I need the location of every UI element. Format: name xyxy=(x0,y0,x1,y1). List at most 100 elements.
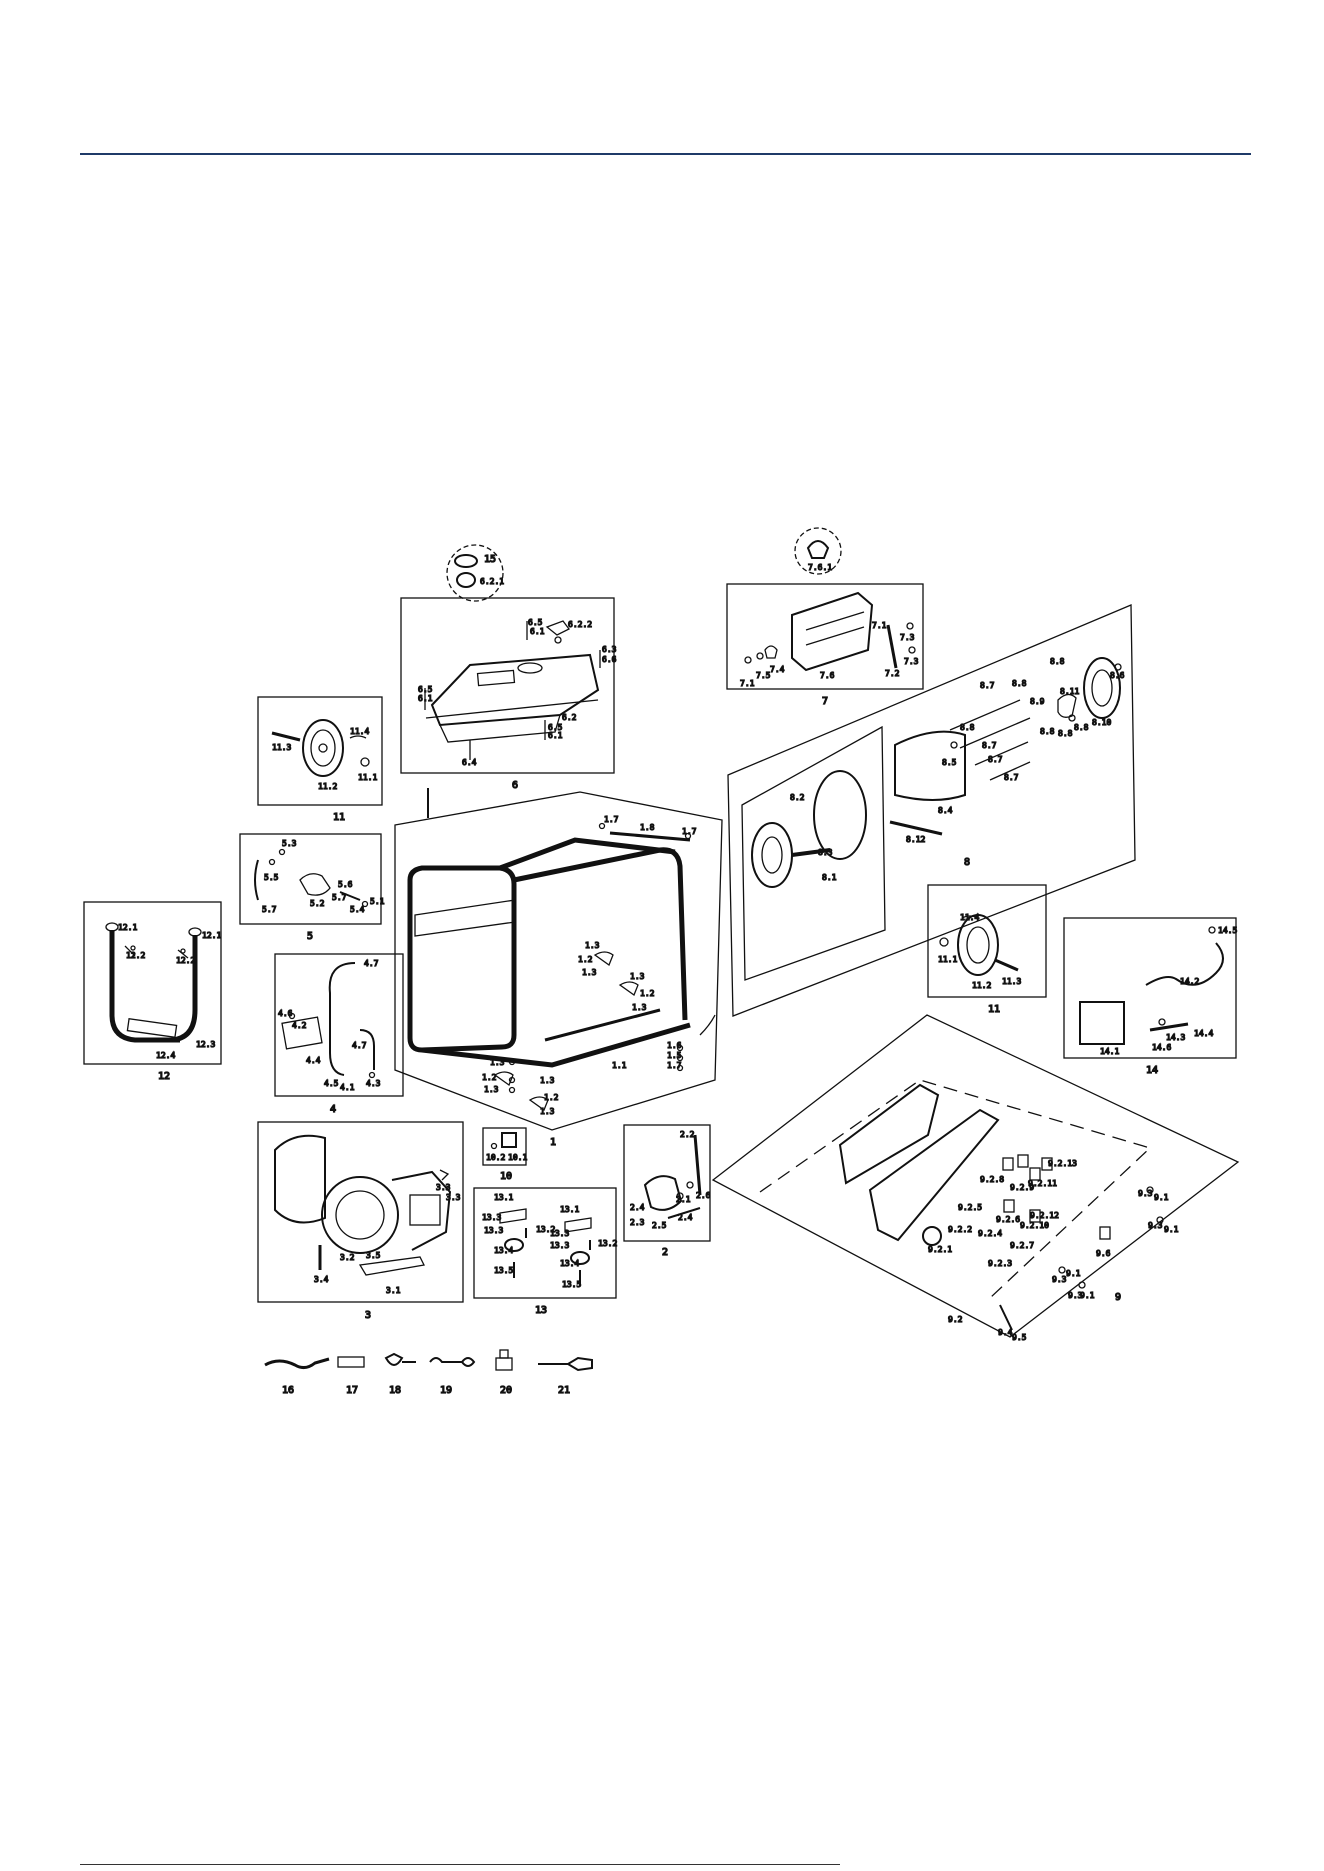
callout-8-9: 8.9 xyxy=(1030,697,1045,706)
callout-8-8f: 8.8 xyxy=(960,723,975,732)
callout-9-2-11: 9.2.11 xyxy=(1028,1179,1057,1188)
caption-7: 7 xyxy=(822,696,828,707)
callout-14-1: 14.1 xyxy=(1100,1047,1119,1056)
callout-9-2-3: 9.2.3 xyxy=(988,1259,1012,1268)
callout-2-4a: 2.4 xyxy=(630,1203,645,1212)
callout-9-1a: 9.1 xyxy=(1154,1193,1169,1202)
group-air-cap xyxy=(794,527,842,575)
callout-4-3: 4.3 xyxy=(366,1079,381,1088)
callout-13-3b: 13.3 xyxy=(484,1226,503,1235)
caption-11-upper: 11 xyxy=(333,812,345,823)
caption-2: 2 xyxy=(662,1247,668,1258)
callout-4-7: 4.7 xyxy=(364,959,379,968)
callout-12-3: 12.3 xyxy=(196,1040,215,1049)
callout-18: 18 xyxy=(389,1385,401,1396)
callout-10-2: 10.2 xyxy=(486,1153,505,1162)
callout-7-1a: 7.1 xyxy=(872,621,887,630)
callout-7-5: 7.5 xyxy=(756,671,771,680)
group-carburetor xyxy=(623,1124,711,1242)
callout-9-2-1: 9.2.1 xyxy=(928,1245,952,1254)
caption-6: 6 xyxy=(512,780,518,791)
callout-3-2: 3.2 xyxy=(340,1253,355,1262)
callout-5-3: 5.3 xyxy=(282,839,297,848)
callout-14-3: 14.3 xyxy=(1166,1033,1185,1042)
callout-9-3d: 9.3 xyxy=(1068,1291,1083,1300)
callout-13-1b: 13.1 xyxy=(560,1205,579,1214)
footer-rule xyxy=(80,1864,840,1865)
callout-9-2-10: 9.2.10 xyxy=(1020,1221,1049,1230)
callout-6-1b: 6.1 xyxy=(418,694,433,703)
callout-8-8c: 8.8 xyxy=(1040,727,1055,736)
callout-11-4l: 11.4 xyxy=(960,913,979,922)
callout-4-6: 4.6 xyxy=(278,1009,293,1018)
callout-8-5: 8.5 xyxy=(942,758,957,767)
callout-1-7b: 1.7 xyxy=(682,827,697,836)
callout-13-5b: 13.5 xyxy=(562,1280,581,1289)
callout-9-1d: 9.1 xyxy=(1080,1291,1095,1300)
callout-12-4: 12.4 xyxy=(156,1051,175,1060)
callout-14-5: 14.5 xyxy=(1218,926,1237,935)
callout-9-6: 9.6 xyxy=(1096,1249,1111,1258)
callout-13-3d: 13.3 xyxy=(550,1241,569,1250)
callout-9-2: 9.2 xyxy=(948,1315,963,1324)
callout-1-3f: 1.3 xyxy=(484,1085,499,1094)
callout-2-3: 2.3 xyxy=(630,1218,645,1227)
callout-13-2a: 13.2 xyxy=(536,1225,555,1234)
callout-8-7a: 8.7 xyxy=(980,681,995,690)
callout-13-4a: 13.4 xyxy=(494,1246,513,1255)
callout-16: 16 xyxy=(282,1385,294,1396)
callout-8-10: 8.10 xyxy=(1092,718,1111,727)
callout-11-1u: 11.1 xyxy=(358,773,377,782)
callout-3-4: 3.4 xyxy=(314,1275,329,1284)
callout-7-1b: 7.1 xyxy=(740,679,755,688)
callout-7-3a: 7.3 xyxy=(900,633,915,642)
callout-7-3b: 7.3 xyxy=(904,657,919,666)
caption-12: 12 xyxy=(158,1071,170,1082)
callout-8-7b: 8.7 xyxy=(982,741,997,750)
callout-9-3c: 9.3 xyxy=(1052,1275,1067,1284)
callout-5-2: 5.2 xyxy=(310,899,325,908)
callout-8-8b: 8.8 xyxy=(1050,657,1065,666)
group-fuel-cap xyxy=(446,544,504,602)
callout-12-1b: 12.1 xyxy=(202,931,221,940)
callout-11-4u: 11.4 xyxy=(350,727,369,736)
callout-6-2: 6.2 xyxy=(562,713,577,722)
callout-14-4: 14.4 xyxy=(1194,1029,1213,1038)
group-fuel-tank xyxy=(400,597,615,774)
callout-1-3e: 1.3 xyxy=(490,1058,505,1067)
callout-11-2l: 11.2 xyxy=(972,981,991,990)
callout-1-2a: 1.2 xyxy=(578,955,593,964)
callout-1-8: 1.8 xyxy=(640,823,655,832)
callout-9-2-4: 9.2.4 xyxy=(978,1229,1002,1238)
group-control-panel xyxy=(711,1014,1240,1338)
callout-2-1: 2.1 xyxy=(676,1195,691,1204)
callout-8-11: 8.11 xyxy=(1060,687,1079,696)
callout-2-6: 2.6 xyxy=(696,1191,711,1200)
callout-21: 21 xyxy=(558,1385,570,1396)
callout-14-2: 14.2 xyxy=(1180,977,1199,986)
callout-9-2-6: 9.2.6 xyxy=(996,1215,1020,1224)
caption-5: 5 xyxy=(307,931,313,942)
caption-10: 10 xyxy=(500,1171,512,1182)
callout-13-3a: 13.3 xyxy=(482,1213,501,1222)
callout-8-8d: 8.8 xyxy=(1058,729,1073,738)
callout-11-2u: 11.2 xyxy=(318,782,337,791)
callout-1-2b: 1.2 xyxy=(640,989,655,998)
callout-6-3: 6.3 xyxy=(602,645,617,654)
callout-1-3h: 1.3 xyxy=(540,1107,555,1116)
callout-12-2b: 12.2 xyxy=(176,956,195,965)
callout-14-6: 14.6 xyxy=(1152,1043,1171,1052)
callout-8-3: 8.3 xyxy=(818,848,833,857)
callout-8-6: 8.6 xyxy=(1110,671,1125,680)
callout-1-6: 1.6 xyxy=(667,1041,682,1050)
callout-9-1b: 9.1 xyxy=(1164,1225,1179,1234)
caption-3: 3 xyxy=(365,1310,371,1321)
callout-11-1l: 11.1 xyxy=(938,955,957,964)
callout-1-3g: 1.3 xyxy=(540,1076,555,1085)
caption-11-lower: 11 xyxy=(988,1004,1000,1015)
callout-5-7b: 5.7 xyxy=(332,893,347,902)
callout-1-7c: 1.7 xyxy=(667,1061,682,1070)
callout-4-7b: 4.7 xyxy=(352,1041,367,1050)
caption-14: 14 xyxy=(1146,1065,1158,1076)
